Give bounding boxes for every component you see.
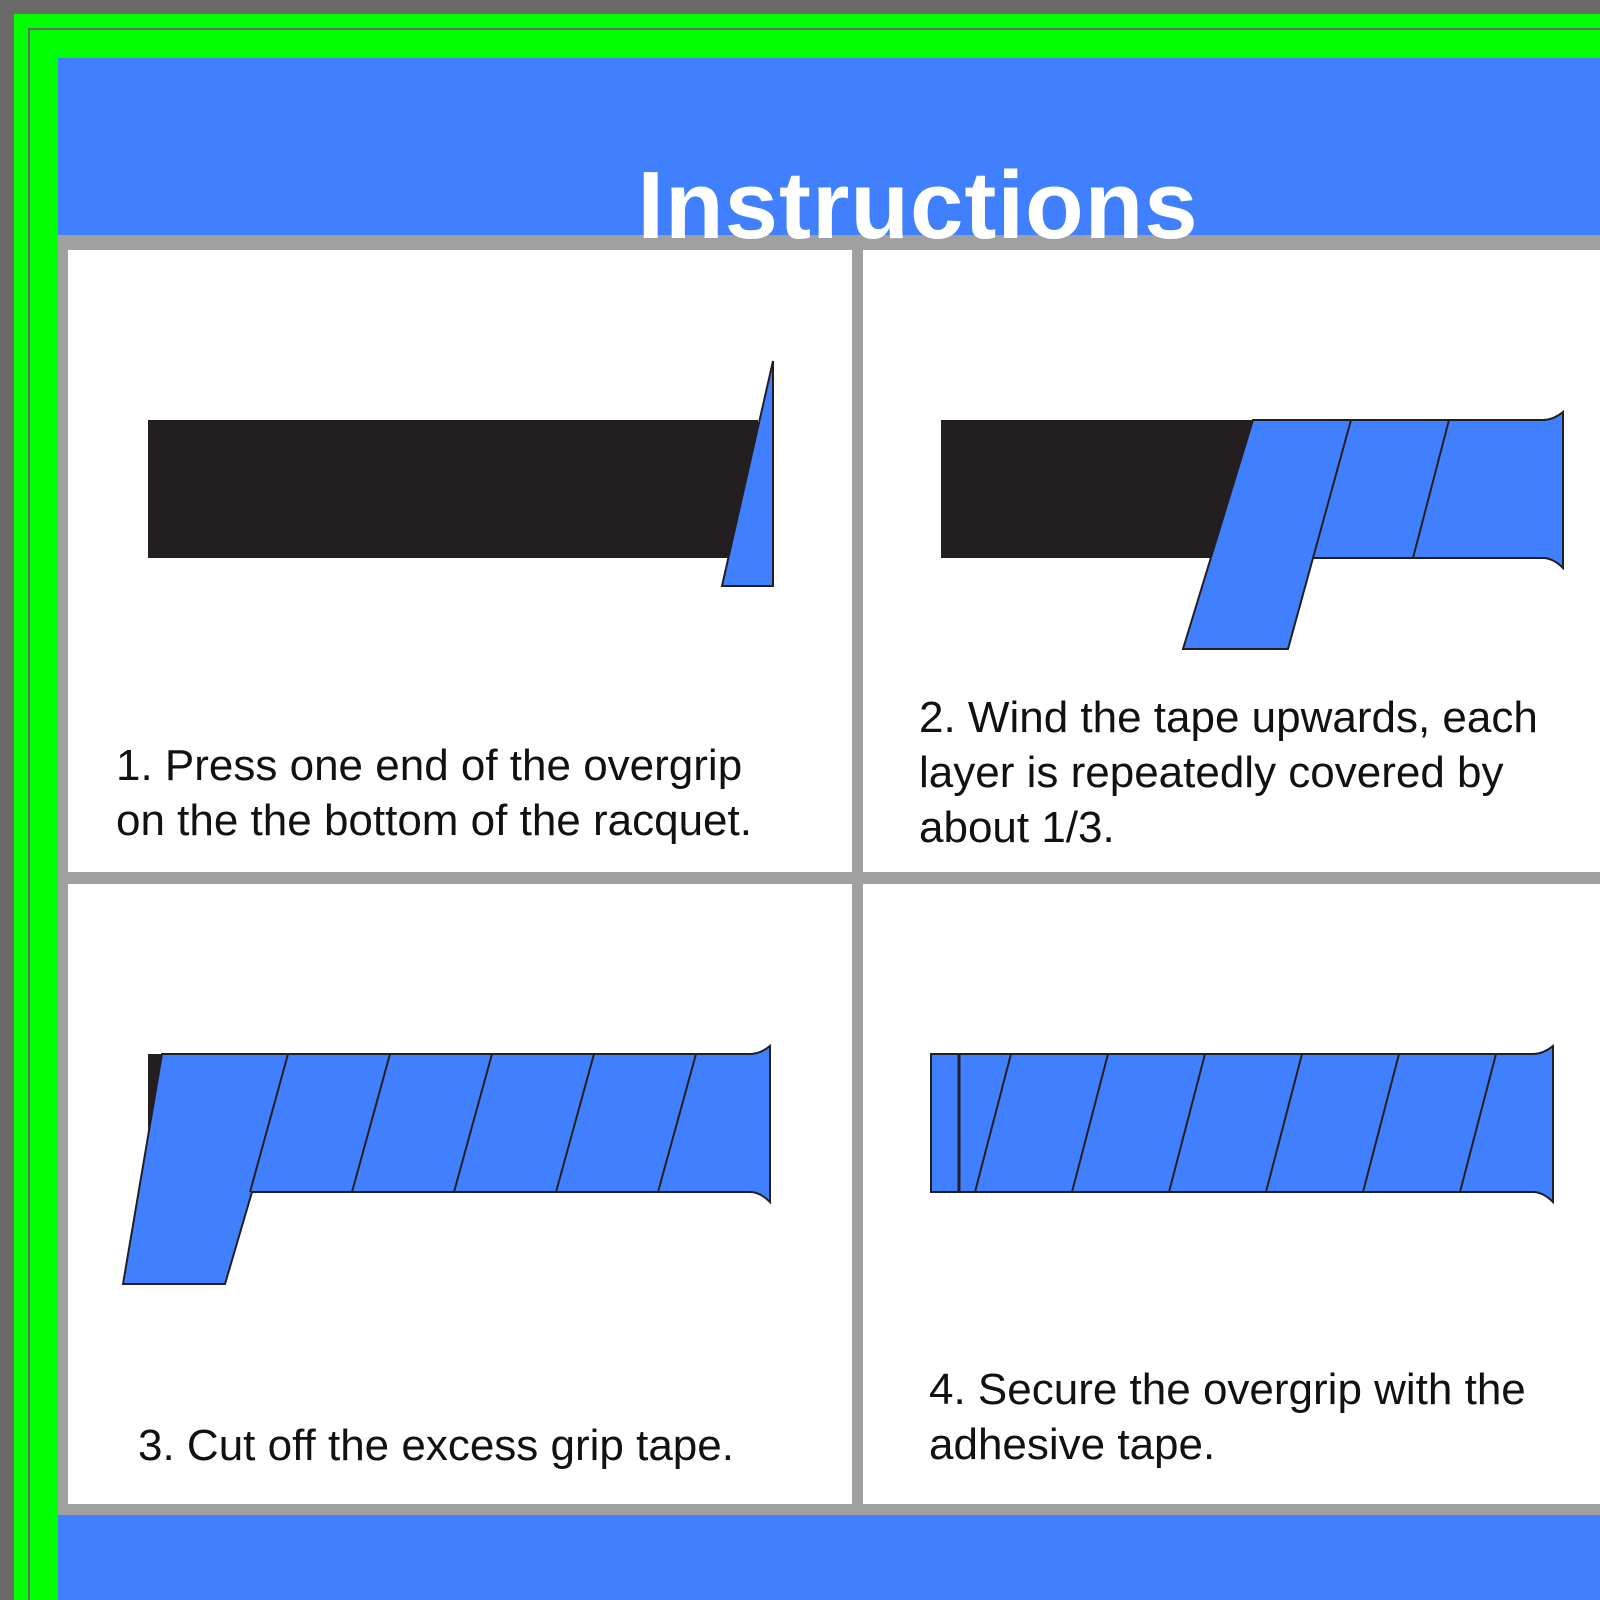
step-1-caption: 1. Press one end of the overgrip on the …	[116, 738, 752, 848]
tape-seam	[657, 1053, 697, 1193]
step-2-line-1: 2. Wind the tape upwards, each	[919, 693, 1538, 742]
tape-seam	[249, 1053, 289, 1193]
page-title: Instructions	[637, 152, 1199, 259]
step-2-panel: 2. Wind the tape upwards, each layer is …	[863, 250, 1600, 872]
tape-seam	[555, 1053, 595, 1193]
step-2-line-2: layer is repeatedly covered by	[919, 748, 1504, 797]
step-1-illustration	[148, 360, 774, 587]
step-4-line-2: adhesive tape.	[929, 1420, 1216, 1469]
tape-seam	[1071, 1053, 1109, 1193]
tape-seam	[974, 1053, 1012, 1193]
header-banner: Instructions	[58, 58, 1600, 259]
footer-banner	[58, 1515, 1600, 1600]
racquet-handle	[941, 420, 1261, 558]
step-2-caption: 2. Wind the tape upwards, each layer is …	[919, 690, 1538, 855]
step-4-caption: 4. Secure the overgrip with the adhesive…	[929, 1362, 1526, 1472]
tape-seam	[1265, 1053, 1303, 1193]
tape-seam	[453, 1053, 493, 1193]
step-1-panel: 1. Press one end of the overgrip on the …	[68, 250, 852, 872]
step-3-illustration	[121, 1043, 771, 1285]
tape-seam	[1459, 1053, 1497, 1193]
step-3-panel: 3. Cut off the excess grip tape.	[68, 884, 852, 1504]
step-4-panel: 4. Secure the overgrip with the adhesive…	[863, 884, 1600, 1504]
wrapped-tape	[930, 1043, 1554, 1205]
tape-seam	[1412, 419, 1450, 559]
wrapped-tape	[1181, 409, 1564, 650]
step-1-line-2: on the the bottom of the racquet.	[116, 796, 752, 845]
racquet-handle	[148, 420, 758, 558]
tape-seam	[351, 1053, 391, 1193]
step-2-illustration	[941, 409, 1564, 650]
overgrip-tip	[720, 360, 774, 587]
step-3-line-1: 3. Cut off the excess grip tape.	[138, 1421, 734, 1470]
step-4-line-1: 4. Secure the overgrip with the	[929, 1365, 1526, 1414]
step-1-line-1: 1. Press one end of the overgrip	[116, 741, 743, 790]
tape-seam	[1312, 419, 1352, 559]
step-4-illustration	[930, 1043, 1554, 1205]
step-2-line-3: about 1/3.	[919, 803, 1115, 852]
step-3-caption: 3. Cut off the excess grip tape.	[138, 1418, 734, 1473]
tape-seam	[1362, 1053, 1400, 1193]
tape-seam	[1168, 1053, 1206, 1193]
wrapped-tape	[121, 1043, 771, 1285]
